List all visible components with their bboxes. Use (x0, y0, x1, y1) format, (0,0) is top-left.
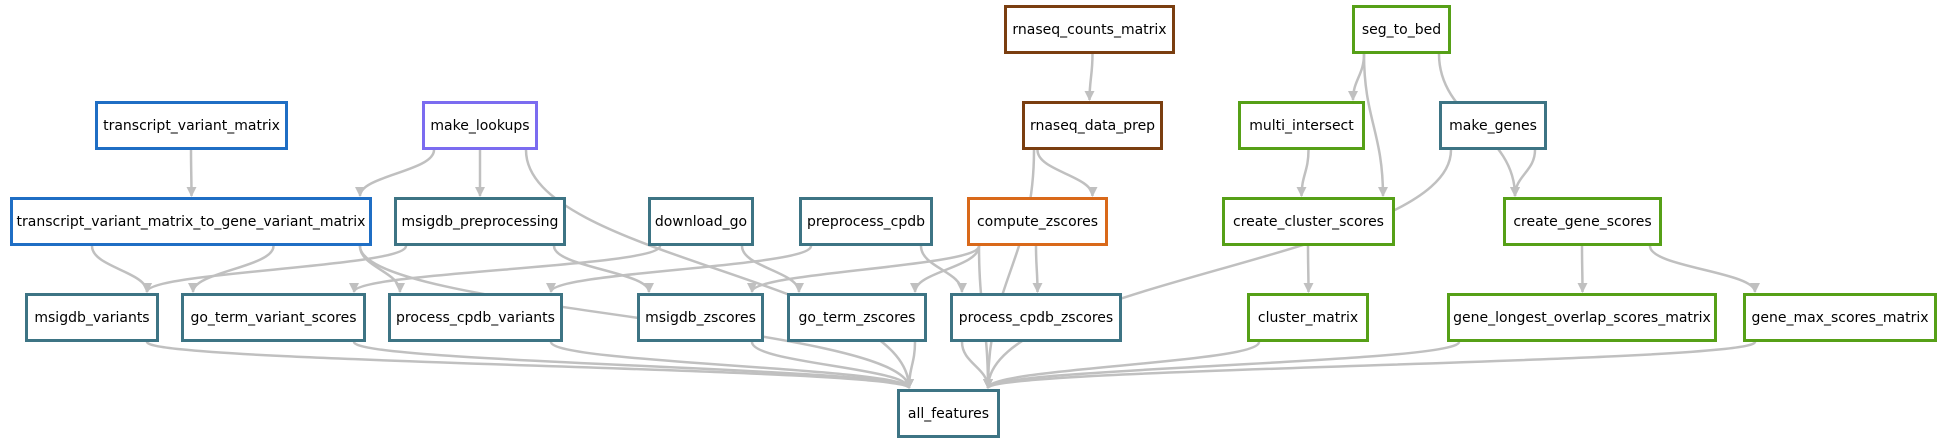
edge-rnaseq-data-prep-to-compute-zscores (1036, 149, 1098, 197)
node-go-term-variant-scores[interactable]: go_term_variant_scores (181, 293, 366, 342)
edge-gene-max-scores-matrix-to-all-features (983, 340, 1757, 390)
node-label: go_term_variant_scores (190, 309, 357, 326)
node-label: transcript_variant_matrix_to_gene_varian… (16, 213, 366, 230)
edge-rnaseq-data-prep-to-all-features (983, 149, 1036, 389)
node-make-lookups[interactable]: make_lookups (422, 101, 538, 150)
edge-download-go-to-go-term-variant-scores (349, 244, 662, 294)
edge-rnaseq-counts-matrix-to-rnaseq-data-prep (1084, 53, 1095, 101)
edge-go-term-zscores-to-all-features (904, 341, 917, 389)
edge-transcript-variant-matrix-to-gene-variant-matrix-to-go-term-variant-scores (188, 245, 275, 293)
edge-compute-zscores-to-msigdb-zscores (747, 245, 981, 293)
node-go-term-zscores[interactable]: go_term_zscores (787, 293, 927, 342)
node-multi-intersect[interactable]: multi_intersect (1238, 101, 1365, 150)
node-label: gene_max_scores_matrix (1751, 309, 1929, 326)
node-label: transcript_variant_matrix (103, 117, 280, 134)
edge-msigdb-variants-to-all-features (145, 340, 914, 390)
node-create-cluster-scores[interactable]: create_cluster_scores (1222, 197, 1395, 246)
edge-msigdb-preprocessing-to-msigdb-zscores (552, 245, 654, 293)
edge-preprocess-cpdb-to-process-cpdb-variants (546, 245, 813, 293)
edge-msigdb-preprocessing-to-msigdb-variants (142, 245, 408, 293)
edge-process-cpdb-zscores-to-all-features (960, 341, 993, 389)
edge-create-cluster-scores-to-cluster-matrix (1303, 245, 1314, 293)
edge-create-gene-scores-to-gene-longest-overlap-scores-matrix (1577, 245, 1588, 293)
edge-go-term-variant-scores-to-all-features (352, 340, 914, 390)
node-label: gene_longest_overlap_scores_matrix (1453, 309, 1711, 326)
node-msigdb-zscores[interactable]: msigdb_zscores (637, 293, 764, 342)
edge-make-genes-to-all-features (983, 149, 1453, 389)
edge-msigdb-zscores-to-all-features (750, 341, 914, 389)
node-label: create_gene_scores (1513, 213, 1652, 230)
node-gene-longest-overlap-scores-matrix[interactable]: gene_longest_overlap_scores_matrix (1447, 293, 1717, 342)
node-label: process_cpdb_zscores (958, 309, 1114, 326)
edge-process-cpdb-variants-to-all-features (549, 340, 914, 390)
edge-make-genes-to-create-gene-scores (1510, 149, 1537, 197)
edge-create-gene-scores-to-gene-max-scores-matrix (1648, 245, 1760, 293)
node-rnaseq-counts-matrix[interactable]: rnaseq_counts_matrix (1004, 5, 1175, 54)
node-download-go[interactable]: download_go (648, 197, 754, 246)
edge-cluster-matrix-to-all-features (983, 341, 1261, 389)
node-label: msigdb_zscores (645, 309, 756, 326)
node-label: download_go (654, 213, 748, 230)
edge-compute-zscores-to-go-term-zscores (910, 245, 981, 293)
node-make-genes[interactable]: make_genes (1439, 101, 1547, 150)
node-process-cpdb-zscores[interactable]: process_cpdb_zscores (950, 293, 1122, 342)
edge-compute-zscores-to-process-cpdb-zscores (1032, 245, 1043, 293)
node-compute-zscores[interactable]: compute_zscores (967, 197, 1108, 246)
node-label: msigdb_variants (34, 309, 150, 326)
node-label: preprocess_cpdb (806, 213, 926, 230)
node-create-gene-scores[interactable]: create_gene_scores (1503, 197, 1662, 246)
edge-gene-longest-overlap-scores-matrix-to-all-features (983, 340, 1461, 390)
node-label: cluster_matrix (1257, 309, 1359, 326)
node-label: process_cpdb_variants (396, 309, 555, 326)
node-label: make_lookups (430, 117, 530, 134)
edge-make-lookups-to-all-features (524, 149, 914, 389)
edge-preprocess-cpdb-to-process-cpdb-zscores (919, 245, 967, 293)
node-label: all_features (907, 405, 990, 422)
edge-seg-to-bed-to-create-cluster-scores (1362, 53, 1388, 197)
node-label: multi_intersect (1249, 117, 1354, 134)
node-label: msigdb_preprocessing (401, 213, 559, 230)
node-cluster-matrix[interactable]: cluster_matrix (1247, 293, 1369, 342)
node-rnaseq-data-prep[interactable]: rnaseq_data_prep (1022, 101, 1163, 150)
node-label: create_cluster_scores (1233, 213, 1384, 230)
node-label: seg_to_bed (1361, 21, 1442, 38)
edge-make-lookups-to-transcript-variant-matrix-to-gene-variant-matrix (355, 149, 436, 197)
node-preprocess-cpdb[interactable]: preprocess_cpdb (799, 197, 933, 246)
node-label: make_genes (1449, 117, 1537, 134)
node-label: go_term_zscores (798, 309, 916, 326)
edge-transcript-variant-matrix-to-gene-variant-matrix-to-all-features (358, 245, 914, 389)
node-msigdb-variants[interactable]: msigdb_variants (25, 293, 159, 342)
node-label: rnaseq_counts_matrix (1012, 21, 1167, 38)
node-transcript-variant-matrix-to-gene-variant-matrix[interactable]: transcript_variant_matrix_to_gene_varian… (10, 197, 372, 246)
node-msigdb-preprocessing[interactable]: msigdb_preprocessing (394, 197, 566, 246)
edge-transcript-variant-matrix-to-gene-variant-matrix-to-msigdb-variants (90, 245, 152, 293)
node-label: compute_zscores (976, 213, 1099, 230)
edge-multi-intersect-to-create-cluster-scores (1296, 149, 1310, 197)
edge-download-go-to-go-term-zscores (740, 245, 804, 293)
node-seg-to-bed[interactable]: seg_to_bed (1352, 5, 1451, 54)
edge-seg-to-bed-to-multi-intersect (1348, 53, 1366, 101)
node-process-cpdb-variants[interactable]: process_cpdb_variants (388, 293, 563, 342)
node-all-features[interactable]: all_features (897, 389, 1000, 438)
node-transcript-variant-matrix[interactable]: transcript_variant_matrix (95, 101, 288, 150)
edge-transcript-variant-matrix-to-transcript-variant-matrix-to-gene-variant-matrix (186, 149, 197, 197)
node-gene-max-scores-matrix[interactable]: gene_max_scores_matrix (1743, 293, 1937, 342)
node-label: rnaseq_data_prep (1029, 117, 1156, 134)
